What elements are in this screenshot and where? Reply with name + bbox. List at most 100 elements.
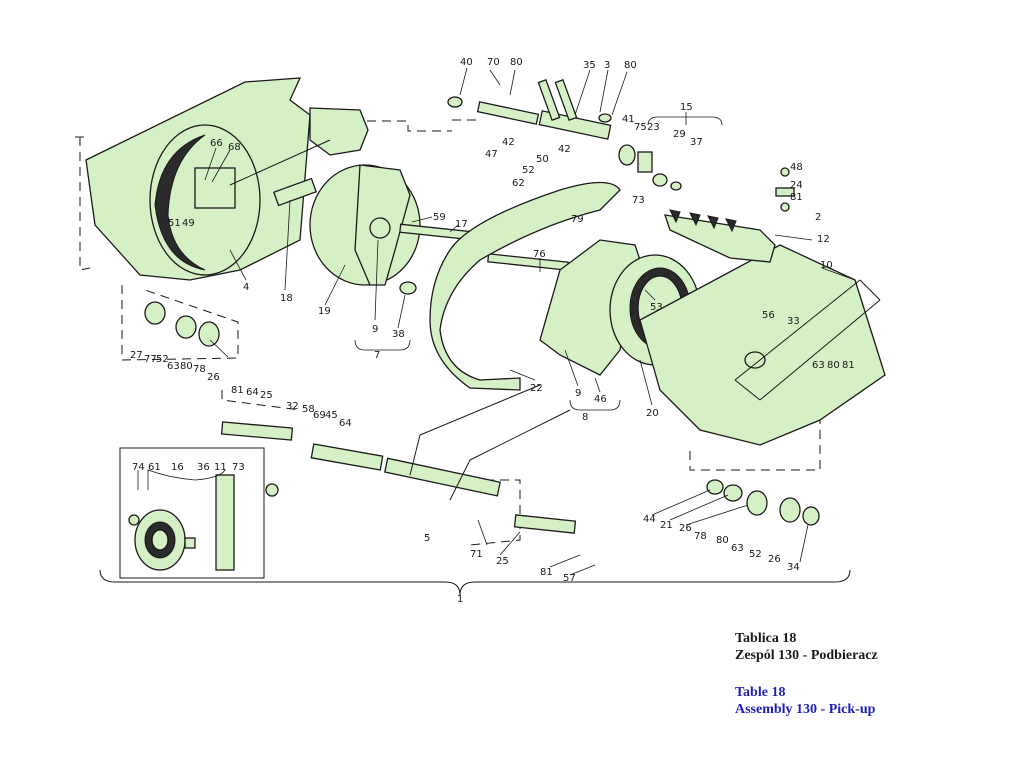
callout-label: 17	[455, 219, 468, 230]
lever-part-25	[220, 421, 384, 497]
callout-label: 66	[210, 138, 223, 149]
callout-label: 29	[673, 129, 686, 140]
callout-label: 20	[646, 408, 659, 419]
right-bearing-group	[706, 479, 820, 526]
subassembly-outline-lower	[469, 479, 521, 546]
callout-label: 69	[313, 410, 326, 421]
callout-label: 19	[318, 306, 331, 317]
callout-label: 52	[156, 354, 169, 365]
callout-label: 12	[817, 234, 830, 245]
callout-label: 10	[820, 260, 833, 271]
callout-label: 15	[680, 102, 693, 113]
callout-label: 11	[214, 462, 227, 473]
callout-label: 7	[374, 350, 380, 361]
callout-label: 49	[182, 218, 195, 229]
callout-label: 46	[594, 394, 607, 405]
callout-label: 27	[130, 350, 143, 361]
callout-label: 3	[604, 60, 610, 71]
caption-english-table: Table 18	[735, 685, 786, 700]
callout-label: 26	[207, 372, 220, 383]
callout-label: 25	[496, 556, 509, 567]
callout-label: 45	[325, 410, 338, 421]
callout-label: 32	[286, 401, 299, 412]
callout-label: 63	[731, 543, 744, 554]
callout-label: 62	[512, 178, 525, 189]
callout-label: 52	[749, 549, 762, 560]
callout-label: 5	[424, 533, 430, 544]
callout-label: 48	[790, 162, 803, 173]
tine-bar-part-2	[664, 209, 776, 263]
callout-label: 73	[232, 462, 245, 473]
upper-shaft-assembly	[447, 79, 612, 140]
callout-label: 33	[787, 316, 800, 327]
callout-label: 58	[302, 404, 315, 415]
callout-label: 42	[502, 137, 515, 148]
callout-label: 68	[228, 142, 241, 153]
callout-label: 37	[690, 137, 703, 148]
callout-label: 26	[679, 523, 692, 534]
callout-label: 81	[790, 192, 803, 203]
caption-polish: Tablica 18 Zespól 130 - Podbieracz	[735, 630, 878, 664]
callout-label: 57	[563, 573, 576, 584]
callout-label: 52	[522, 165, 535, 176]
disc-part-19	[272, 164, 421, 286]
leader-lines	[137, 67, 856, 576]
subassembly-outline-bottom-left	[221, 390, 301, 411]
callout-label: 35	[583, 60, 596, 71]
callout-label: 76	[533, 249, 546, 260]
bearing-group-15	[618, 144, 682, 191]
callout-label: 78	[694, 531, 707, 542]
callout-label: 79	[571, 214, 584, 225]
callout-label: 75	[634, 122, 647, 133]
callout-label: 36	[197, 462, 210, 473]
callout-label: 81	[842, 360, 855, 371]
fastener-group-48	[775, 167, 795, 212]
callout-label: 16	[171, 462, 184, 473]
caption-polish-assembly: Zespól 130 - Podbieracz	[735, 648, 878, 663]
callout-label: 80	[624, 60, 637, 71]
right-housing-part-12	[639, 244, 886, 446]
callout-label: 51	[168, 218, 181, 229]
callout-label: 42	[558, 144, 571, 155]
callout-label: 78	[193, 364, 206, 375]
callout-label: 64	[246, 387, 259, 398]
inset-detail-box	[119, 447, 265, 579]
callout-label: 40	[460, 57, 473, 68]
main-rod-part-5	[384, 384, 571, 501]
callout-label: 2	[815, 212, 821, 223]
left-housing-part-4	[85, 77, 369, 281]
callout-label: 38	[392, 329, 405, 340]
callout-label: 18	[280, 293, 293, 304]
callout-label: 71	[470, 549, 483, 560]
caption-polish-table: Tablica 18	[735, 631, 797, 646]
callout-label: 61	[148, 462, 161, 473]
belt-part-22	[429, 181, 621, 391]
callout-label: 1	[457, 594, 463, 605]
caption-english: Table 18 Assembly 130 - Pick-up	[735, 684, 875, 718]
drum-bearing-group	[144, 301, 220, 347]
callout-label: 77	[144, 354, 157, 365]
callout-label: 21	[660, 520, 673, 531]
callout-label: 44	[643, 514, 656, 525]
subassembly-outline-upper	[352, 119, 478, 132]
callout-label: 25	[260, 390, 273, 401]
lever-lower-part-25	[513, 514, 577, 534]
caption-english-assembly: Assembly 130 - Pick-up	[735, 702, 876, 717]
callout-label: 34	[787, 562, 800, 573]
callout-label: 73	[632, 195, 645, 206]
subassembly-outline-left	[75, 136, 91, 271]
callout-label: 47	[485, 149, 498, 160]
callout-label: 24	[790, 180, 803, 191]
subassembly-outline-drum	[121, 285, 239, 361]
callout-label: 80	[180, 361, 193, 372]
callout-label: 9	[372, 324, 378, 335]
callout-label: 64	[339, 418, 352, 429]
callout-label: 63	[812, 360, 825, 371]
callout-label: 59	[433, 212, 446, 223]
callout-label: 22	[530, 383, 543, 394]
callout-label: 63	[167, 361, 180, 372]
callout-label: 80	[827, 360, 840, 371]
callout-label: 26	[768, 554, 781, 565]
